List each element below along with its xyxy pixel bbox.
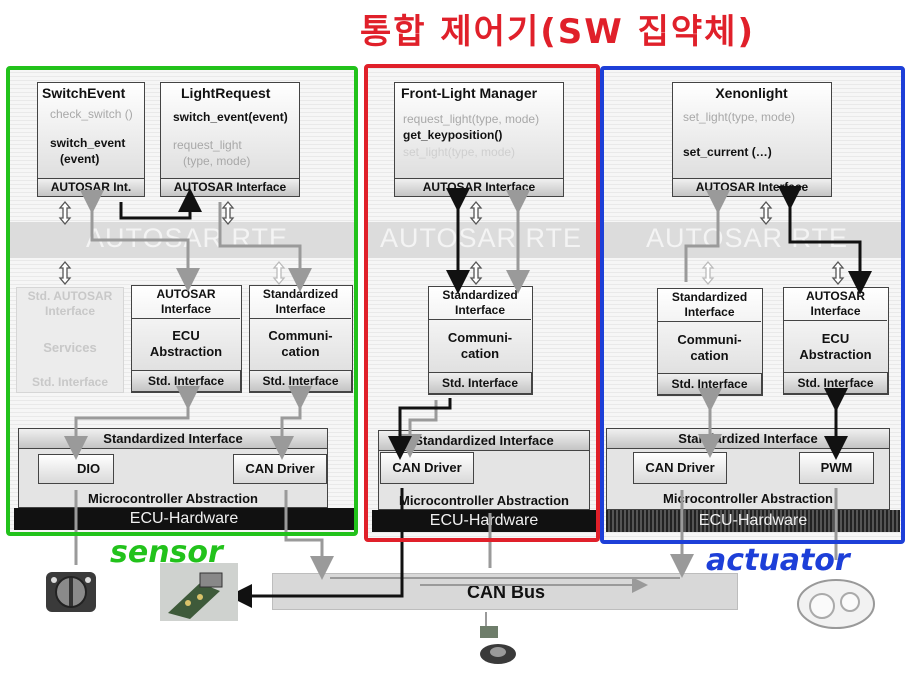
link-mid-can-to-sensor-black <box>228 488 404 608</box>
front-light-manager-component: Front-Light Manager request_light(type, … <box>394 82 564 197</box>
light-request-line2: request_light <box>173 138 242 152</box>
middle-ecu-hardware: ECU-Hardware <box>372 510 596 532</box>
link-ecu-abs-dio <box>64 386 200 460</box>
right-ecu-abstraction-module: AUTOSAR Interface ECU Abstraction Std. I… <box>783 287 889 395</box>
switch-event-rte-double-arrow <box>58 200 72 226</box>
mid-comm-top2: Interface <box>454 303 506 317</box>
left-ecu-abs-middle: ECU <box>172 328 200 343</box>
rte-band-middle <box>367 222 600 258</box>
middle-microcontroller-abstraction: Standardized Interface Microcontroller A… <box>378 430 590 510</box>
right-ecu-abs-top2: Interface <box>810 304 861 318</box>
light-request-line3: (type, mode) <box>183 154 251 168</box>
left-ecu-abs-divider <box>132 318 240 319</box>
switch-event-line2: switch_event <box>50 136 126 150</box>
handwritten-actuator: actuator <box>706 543 850 578</box>
services-bottom: Std. Interface <box>31 375 109 389</box>
link-xenon-comm <box>684 190 730 282</box>
key-switch-image <box>480 626 516 664</box>
left-ecu-hardware: ECU-Hardware <box>14 508 354 530</box>
rte-label-middle: AUTOSAR RTE <box>380 223 583 253</box>
left-comm-middle2: cation <box>281 344 320 359</box>
blue-outline <box>600 66 905 544</box>
left-comm-top2: Interface <box>275 302 326 316</box>
mid-comm-rte-double-arrow <box>469 260 483 286</box>
switch-event-line1: check_switch () <box>50 107 133 121</box>
mid-comm-middle2: cation <box>460 346 500 361</box>
middle-mc-abs-label: Microcontroller Abstraction <box>399 493 569 508</box>
services-top: Std. AUTOSAR <box>27 289 113 303</box>
left-comm-top: Standardized <box>262 287 339 301</box>
light-request-component: LightRequest switch_event(event) request… <box>160 82 300 197</box>
headlight-image <box>797 579 875 629</box>
link-left-can-to-bus <box>284 490 334 580</box>
mid-comm-bottom: Std. Interface <box>428 372 532 394</box>
right-comm-middle: Communi- <box>677 332 742 347</box>
switch-event-component: SwitchEvent check_switch () switch_event… <box>37 82 145 197</box>
link-light-request-comm <box>218 202 312 292</box>
right-comm-top2: Interface <box>684 305 735 319</box>
can-bus: CAN Bus <box>272 573 738 610</box>
light-request-title: LightRequest <box>181 85 271 101</box>
services-module: Std. AUTOSAR Interface Services Std. Int… <box>16 287 124 393</box>
sensor-board-image <box>160 563 238 621</box>
xenon-line2: set_current (…) <box>683 145 772 159</box>
light-switch-image <box>46 572 96 612</box>
right-ecu-abs-bottom: Std. Interface <box>783 372 888 394</box>
mid-comm-divider <box>429 319 531 320</box>
left-mc-abs-label: Microcontroller Abstraction <box>88 491 258 506</box>
xenon-line1: set_light(type, mode) <box>683 110 796 124</box>
light-request-rte-double-arrow <box>221 200 235 226</box>
switch-event-line3: (event) <box>60 152 100 166</box>
link-mid-comm-can <box>398 400 438 458</box>
flm-line1: request_light(type, mode) <box>403 112 540 126</box>
services-middle: Services <box>43 340 97 355</box>
middle-std-interface-bar: Standardized Interface <box>378 430 590 451</box>
flm-rte-double-arrow <box>469 200 483 226</box>
flm-title: Front-Light Manager <box>401 85 538 101</box>
light-request-line1: switch_event(event) <box>173 110 288 124</box>
left-ecu-abs-top2: Interface <box>160 302 212 316</box>
link-comm-can-driver-left <box>270 386 312 460</box>
right-comm-rte-double-arrow <box>701 260 715 286</box>
green-outline <box>6 66 358 536</box>
link-switch-to-lightrequest-black <box>119 188 202 220</box>
services-rte-double-arrow <box>58 260 72 286</box>
can-bus-label: CAN Bus <box>466 582 545 602</box>
switch-event-title: SwitchEvent <box>42 85 126 101</box>
xenon-title: Xenonlight <box>715 85 788 101</box>
left-ecu-abs-middle2: Abstraction <box>149 344 223 359</box>
flm-line3: set_light(type, mode) <box>403 145 516 159</box>
comm-rte-double-arrow-left <box>272 260 286 286</box>
left-comm-divider <box>250 318 351 319</box>
bus-internal-arrows <box>330 578 680 585</box>
flm-line2: get_keyposition() <box>403 128 503 142</box>
right-ecu-abs-middle: ECU <box>821 331 850 346</box>
left-comm-middle: Communi- <box>268 328 333 343</box>
services-top2: Interface <box>44 304 96 318</box>
right-mc-abs-label: Microcontroller Abstraction <box>663 491 833 506</box>
left-ecu-abstraction-module: AUTOSAR Interface ECU Abstraction Std. I… <box>131 285 242 393</box>
right-ecu-hardware: ECU-Hardware <box>606 510 900 532</box>
link-xenon-to-ecu-abs-black <box>778 186 872 295</box>
handwritten-title: 통합 제어기(SW 집약체) <box>360 12 755 52</box>
right-communication-module: Standardized Interface Communi- cation S… <box>657 288 763 396</box>
right-comm-top: Standardized <box>671 290 748 304</box>
red-outline <box>364 64 600 542</box>
link-switch-event-ecu-abs <box>80 190 200 292</box>
right-ecu-abs-divider <box>784 320 887 321</box>
right-comm-middle2: cation <box>690 348 729 363</box>
xenon-rte-double-arrow <box>759 200 773 226</box>
right-comm-divider <box>658 321 761 322</box>
right-ecu-abs-middle2: Abstraction <box>799 347 872 362</box>
link-mid-comm-to-can-black <box>388 398 452 460</box>
mid-comm-middle: Communi- <box>447 330 513 345</box>
